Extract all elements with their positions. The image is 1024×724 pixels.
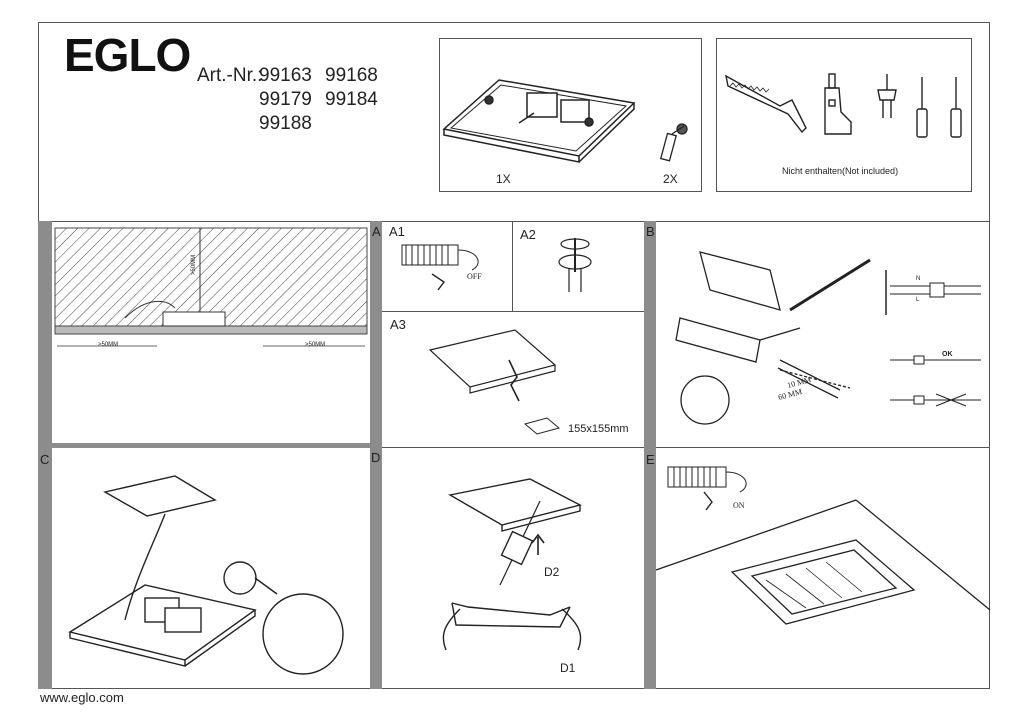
article-number: 99168 (325, 65, 378, 86)
website-link[interactable]: www.eglo.com (40, 690, 124, 705)
parts-box (439, 38, 702, 192)
saw-icon (725, 74, 807, 134)
tools-not-included-note: Nicht enthalten(Not included) (782, 166, 899, 176)
wire-label-l: L (916, 297, 920, 303)
phillips-screwdriver-icon (950, 77, 962, 138)
clearance-left-label: >50MM (98, 342, 119, 348)
connect-panel-drawing (68, 475, 344, 675)
step-label-a1: A1 (389, 224, 405, 239)
wiring-ok-label: OK (942, 351, 953, 358)
line-row-split-right (656, 447, 990, 448)
panel-light-drawing (442, 79, 636, 163)
article-number: 99184 (325, 89, 378, 110)
insert-panel-drawing (442, 478, 582, 651)
step-label-b: B (646, 224, 655, 239)
ceiling-hatching (54, 227, 368, 335)
line-a1-a2 (512, 221, 513, 312)
ceiling-cutout-drawing (428, 329, 557, 402)
line-c-bottom (52, 688, 370, 689)
divider-mid-right (644, 221, 656, 689)
cutout-size-label: 155x155mm (568, 423, 629, 435)
flat-screwdriver-icon (916, 77, 928, 138)
step-label-c: C (40, 452, 50, 467)
step-label-a: A (372, 224, 381, 239)
spring-quantity: 2X (663, 172, 678, 186)
divider-mid-left (370, 221, 382, 689)
step-label-d: D (371, 450, 381, 465)
driver-box-wiring (675, 251, 871, 425)
clearance-right-label: >50MM (305, 342, 326, 348)
breaker-on-drawing (667, 466, 747, 511)
height-clearance-label: >50MM (191, 254, 198, 276)
installed-panel-drawing (655, 499, 991, 625)
line-a1-a3 (382, 311, 644, 312)
divider-left-a (38, 221, 52, 689)
article-number: 99188 (259, 113, 312, 134)
step-d2-label: D2 (544, 565, 560, 579)
cutout-size-icon (523, 417, 561, 435)
wire-label-n: N (916, 276, 921, 282)
step-label-a3: A3 (390, 317, 406, 332)
breaker-off-label: OFF (467, 272, 482, 281)
article-number: 99179 (259, 89, 312, 110)
divider-a-bottom (52, 443, 370, 448)
step-label-a2: A2 (520, 227, 536, 242)
line-row-split (382, 447, 644, 448)
wiring-terminal-diagrams (885, 270, 981, 407)
spring-clip-detail (558, 238, 592, 292)
step-label-e: E (646, 452, 655, 467)
breaker-on-label: ON (733, 501, 745, 510)
clearance-dimension-lines (57, 345, 365, 347)
step-d1-label: D1 (560, 661, 576, 675)
article-number: 99163 (259, 65, 312, 86)
drill-icon (824, 73, 852, 135)
wire-stripper-icon (877, 74, 897, 118)
breaker-off-drawing (401, 244, 479, 291)
tools-box (716, 38, 972, 192)
brand-logo: EGLO (64, 29, 191, 81)
article-label: Art.-Nr.: (197, 65, 263, 86)
spring-clip-drawing (659, 123, 688, 162)
panel-quantity: 1X (496, 172, 511, 186)
